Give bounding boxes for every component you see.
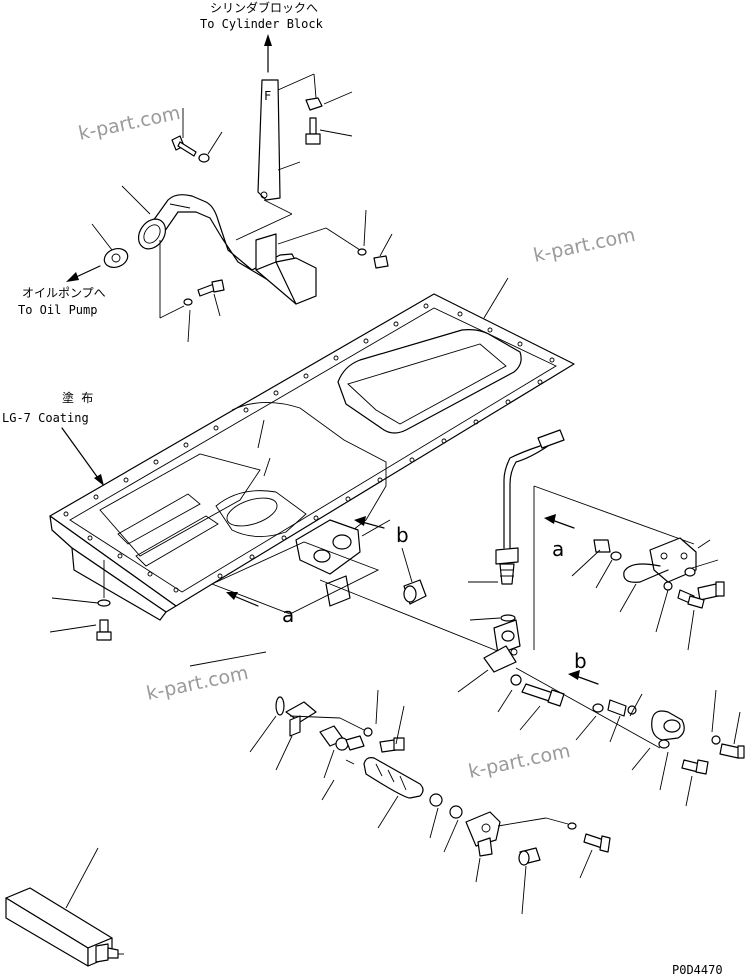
arrow-left-icon (66, 265, 101, 282)
to-cylinder-block-jp-label: シリンダブロックへ (210, 0, 318, 15)
svg-text:F: F (264, 89, 271, 103)
bolt-icon (197, 279, 225, 297)
bolt-icon (379, 737, 405, 753)
washer-icon (684, 567, 696, 577)
watermark: k-part.com (531, 224, 637, 267)
washer-icon (183, 298, 193, 306)
watermark: k-part.com (76, 102, 182, 145)
washer-icon (363, 727, 373, 737)
bolt-icon (171, 135, 197, 157)
sensor-bracket-outline (533, 485, 695, 650)
o-ring-icon (500, 614, 516, 622)
pipe-flange (275, 696, 317, 737)
bolt-icon (521, 683, 565, 707)
rubber-hose (363, 757, 424, 799)
leader-lines-right-upper (457, 539, 719, 693)
arrow-down-right-icon (61, 427, 104, 486)
breather-pipe (137, 194, 297, 281)
leader-lines-pan (49, 277, 509, 667)
view-arrow-a-right (544, 514, 575, 529)
bolt-icon (583, 833, 611, 853)
bolt-icon (607, 699, 627, 717)
view-label-b: b (396, 523, 409, 547)
nut-icon (305, 97, 323, 111)
bolt-icon (719, 743, 745, 759)
oil-pan (49, 293, 575, 621)
bolt-icon (681, 759, 709, 775)
gasket (103, 247, 129, 269)
view-label-b-right: b (574, 649, 587, 673)
hose-elbow (651, 710, 685, 741)
washer-icon (510, 674, 522, 686)
valve-body (483, 619, 521, 673)
leader-lines-upper (91, 73, 393, 343)
washer-icon (610, 551, 622, 561)
bolt-icon (96, 619, 112, 641)
hose-loop-bracket (623, 537, 697, 583)
bolt-icon (593, 539, 611, 553)
flange-holes (63, 303, 555, 593)
bolt-icon (677, 589, 705, 609)
watermark: k-part.com (466, 740, 572, 783)
leader-lines-right-middle (497, 667, 741, 807)
bolt-icon (305, 117, 321, 145)
washer-icon (357, 248, 367, 256)
washer-icon (592, 703, 604, 713)
hose-clamp-icon (449, 805, 463, 819)
breather-box (255, 233, 317, 305)
hose-fitting (319, 725, 365, 751)
drawing-code: P0D4470 (672, 963, 723, 977)
bolt-icon (697, 581, 725, 601)
view-label-a: a (282, 603, 294, 627)
view-arrow-b-right (568, 670, 599, 685)
washer-icon (97, 599, 111, 607)
washer-icon (567, 822, 577, 830)
level-sensor (495, 429, 565, 585)
coating-en-label: LG-7 Coating (2, 411, 89, 425)
bolt-icon (518, 847, 541, 866)
leader-lines-lower (249, 689, 593, 915)
washer-icon (198, 153, 210, 163)
washer-icon (658, 739, 670, 749)
to-oil-pump-en-label: To Oil Pump (18, 303, 97, 317)
arrow-up-icon (264, 34, 272, 73)
to-oil-pump-jp-label: オイルポンプへ (22, 286, 106, 300)
watermark: k-part.com (144, 662, 250, 705)
view-arrow-a (210, 541, 380, 615)
nut-icon (373, 255, 389, 269)
breather-bracket: F (257, 79, 281, 201)
leader-line (65, 847, 99, 909)
coating-jp-label: 塗 布 (62, 390, 93, 405)
elbow-fitting (465, 811, 501, 857)
plug-icon (403, 579, 427, 605)
hose-clamp-icon (429, 793, 443, 807)
view-arrow-b (354, 516, 385, 529)
to-cylinder-block-en-label: To Cylinder Block (200, 17, 324, 31)
view-label-a-right: a (552, 537, 564, 561)
washer-icon (711, 735, 721, 745)
washer-icon (663, 581, 673, 591)
duct-box (5, 887, 124, 967)
